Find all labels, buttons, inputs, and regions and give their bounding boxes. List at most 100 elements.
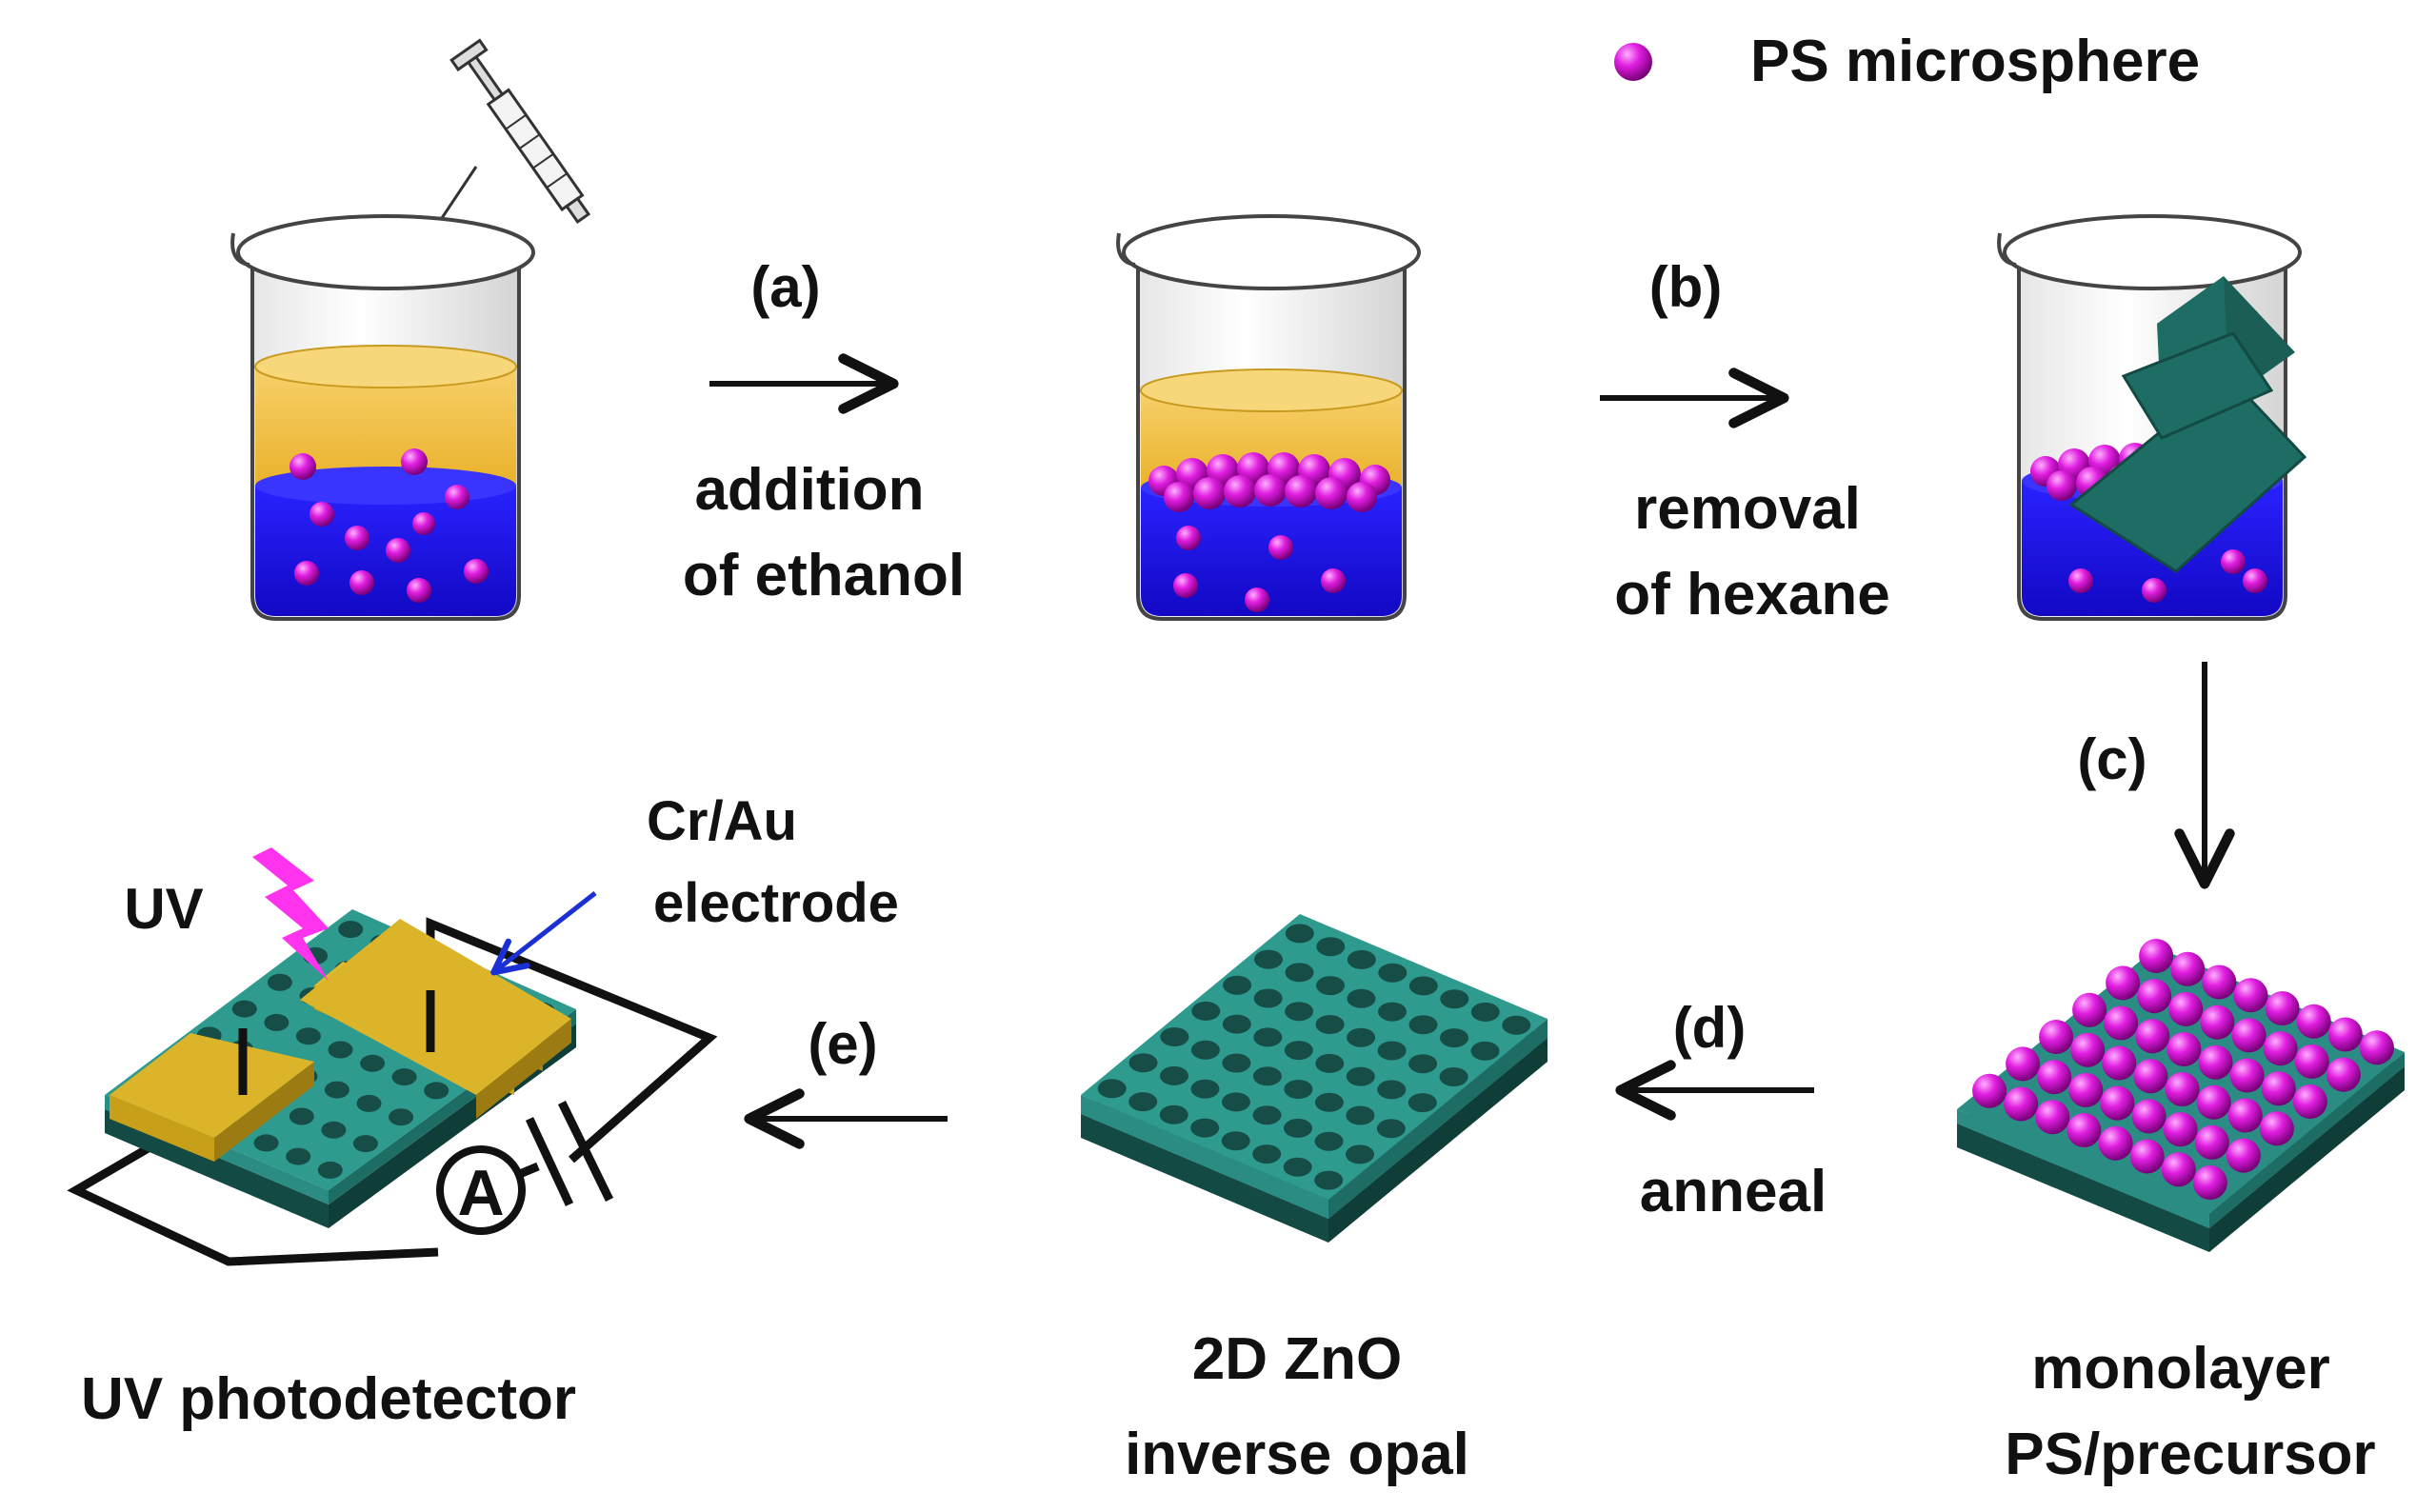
lightning-bolt-icon [252, 847, 329, 981]
ps-sphere [2102, 1045, 2137, 1081]
pore [1222, 1092, 1250, 1112]
ps-monolayer-interface [1148, 452, 1390, 512]
ps-sphere [2196, 1084, 2231, 1120]
pore [1253, 1027, 1283, 1047]
ps-sphere [2233, 978, 2268, 1013]
pore [1316, 976, 1345, 996]
ps-sphere [2168, 991, 2204, 1026]
ps-sphere [1972, 1073, 2007, 1108]
ps-sphere [2265, 991, 2300, 1025]
pore [1283, 1157, 1312, 1177]
step-a: (a) addition of ethanol [683, 255, 965, 608]
pore [1284, 1118, 1312, 1138]
ps-sphere [2004, 1086, 2039, 1122]
pore [1440, 1028, 1468, 1048]
step-a-tag: (a) [750, 255, 820, 319]
ps-sphere [2229, 1058, 2265, 1093]
pore [1378, 963, 1408, 983]
uv-label: UV [124, 877, 203, 941]
pore [1347, 988, 1376, 1008]
pore [328, 1041, 353, 1059]
ps-sphere [2327, 1017, 2363, 1052]
step-b: (b) removal of hexane [1600, 255, 1890, 627]
electrode-label-1: Cr/Au [647, 790, 797, 852]
pore [1190, 1118, 1220, 1138]
pore [1315, 1015, 1345, 1034]
pore [321, 1121, 347, 1139]
step-b-line2: of hexane [1614, 562, 1889, 627]
step-d: (d) anneal [1615, 996, 1827, 1224]
pore [295, 1027, 321, 1045]
pore [1252, 1105, 1282, 1125]
step-e: (e) [744, 1012, 948, 1149]
step-b-line1: removal [1634, 476, 1861, 542]
ps-sphere [2226, 1138, 2261, 1173]
pore [1377, 1041, 1407, 1061]
ps-sphere [2292, 1084, 2327, 1119]
ps-sphere [2129, 1139, 2165, 1174]
pore [360, 1054, 386, 1072]
ps-sphere [2068, 1072, 2104, 1107]
beaker-ethanol [1116, 214, 1421, 621]
zno-line2: inverse opal [1125, 1422, 1469, 1487]
pore [317, 1161, 343, 1179]
zno-line1: 2D ZnO [1192, 1326, 1402, 1392]
pore [1408, 1054, 1438, 1074]
ps-sphere [2263, 1031, 2298, 1066]
ps-sphere [2037, 1060, 2072, 1095]
pore [1190, 1079, 1220, 1099]
uv-photodetector: A UV Cr/Au electrode [67, 790, 899, 1266]
pore [1314, 1170, 1344, 1190]
ps-sphere [2166, 1032, 2202, 1066]
pore [231, 1000, 257, 1018]
pore [1221, 1131, 1250, 1151]
pore [289, 1107, 314, 1125]
pore [1439, 1067, 1468, 1086]
stage-monolayer-label: monolayer PS/precursor [2005, 1336, 2375, 1487]
ps-sphere [2200, 1005, 2235, 1040]
pore [1440, 989, 1469, 1009]
ps-sphere [2202, 965, 2237, 1000]
step-b-tag: (b) [1649, 255, 1723, 319]
pore [1408, 976, 1438, 996]
step-d-line1: anneal [1640, 1159, 1827, 1224]
pore [338, 921, 364, 939]
pore [1315, 1053, 1345, 1073]
ps-sphere [2035, 1100, 2070, 1135]
ps-sphere [2161, 1152, 2196, 1187]
step-d-tag: (d) [1673, 996, 1747, 1060]
pore [267, 973, 292, 991]
pore [1347, 1027, 1376, 1047]
pore [253, 1134, 279, 1152]
pore [1314, 1092, 1344, 1112]
water-layer [255, 486, 516, 616]
pore [1159, 1104, 1188, 1124]
pore [424, 1082, 449, 1100]
battery-icon [525, 1101, 614, 1206]
ps-spheres [290, 448, 489, 603]
ps-sphere [2359, 1030, 2394, 1065]
ps-sphere-array [1972, 939, 2394, 1200]
pore [1190, 1040, 1220, 1060]
electrode-left [110, 1033, 314, 1162]
pore [1346, 1105, 1375, 1125]
pore [1284, 1041, 1313, 1061]
ps-sphere [2165, 1072, 2200, 1106]
ps-sphere [2137, 979, 2172, 1014]
electrode-label-2: electrode [653, 872, 899, 934]
pore [1097, 1079, 1127, 1099]
pore [1285, 963, 1314, 983]
step-c: (c) [2077, 662, 2235, 889]
pore [391, 1068, 417, 1086]
pore [1502, 1015, 1531, 1035]
ps-sphere [2170, 951, 2206, 986]
pore [352, 1135, 378, 1153]
step-a-line1: addition [694, 457, 924, 523]
ps-sphere [2100, 1085, 2135, 1121]
ps-sphere [2163, 1112, 2198, 1147]
pore [286, 1147, 311, 1165]
syringe-icon [417, 38, 591, 253]
pore [1470, 1002, 1500, 1022]
ps-sphere [2139, 939, 2174, 973]
